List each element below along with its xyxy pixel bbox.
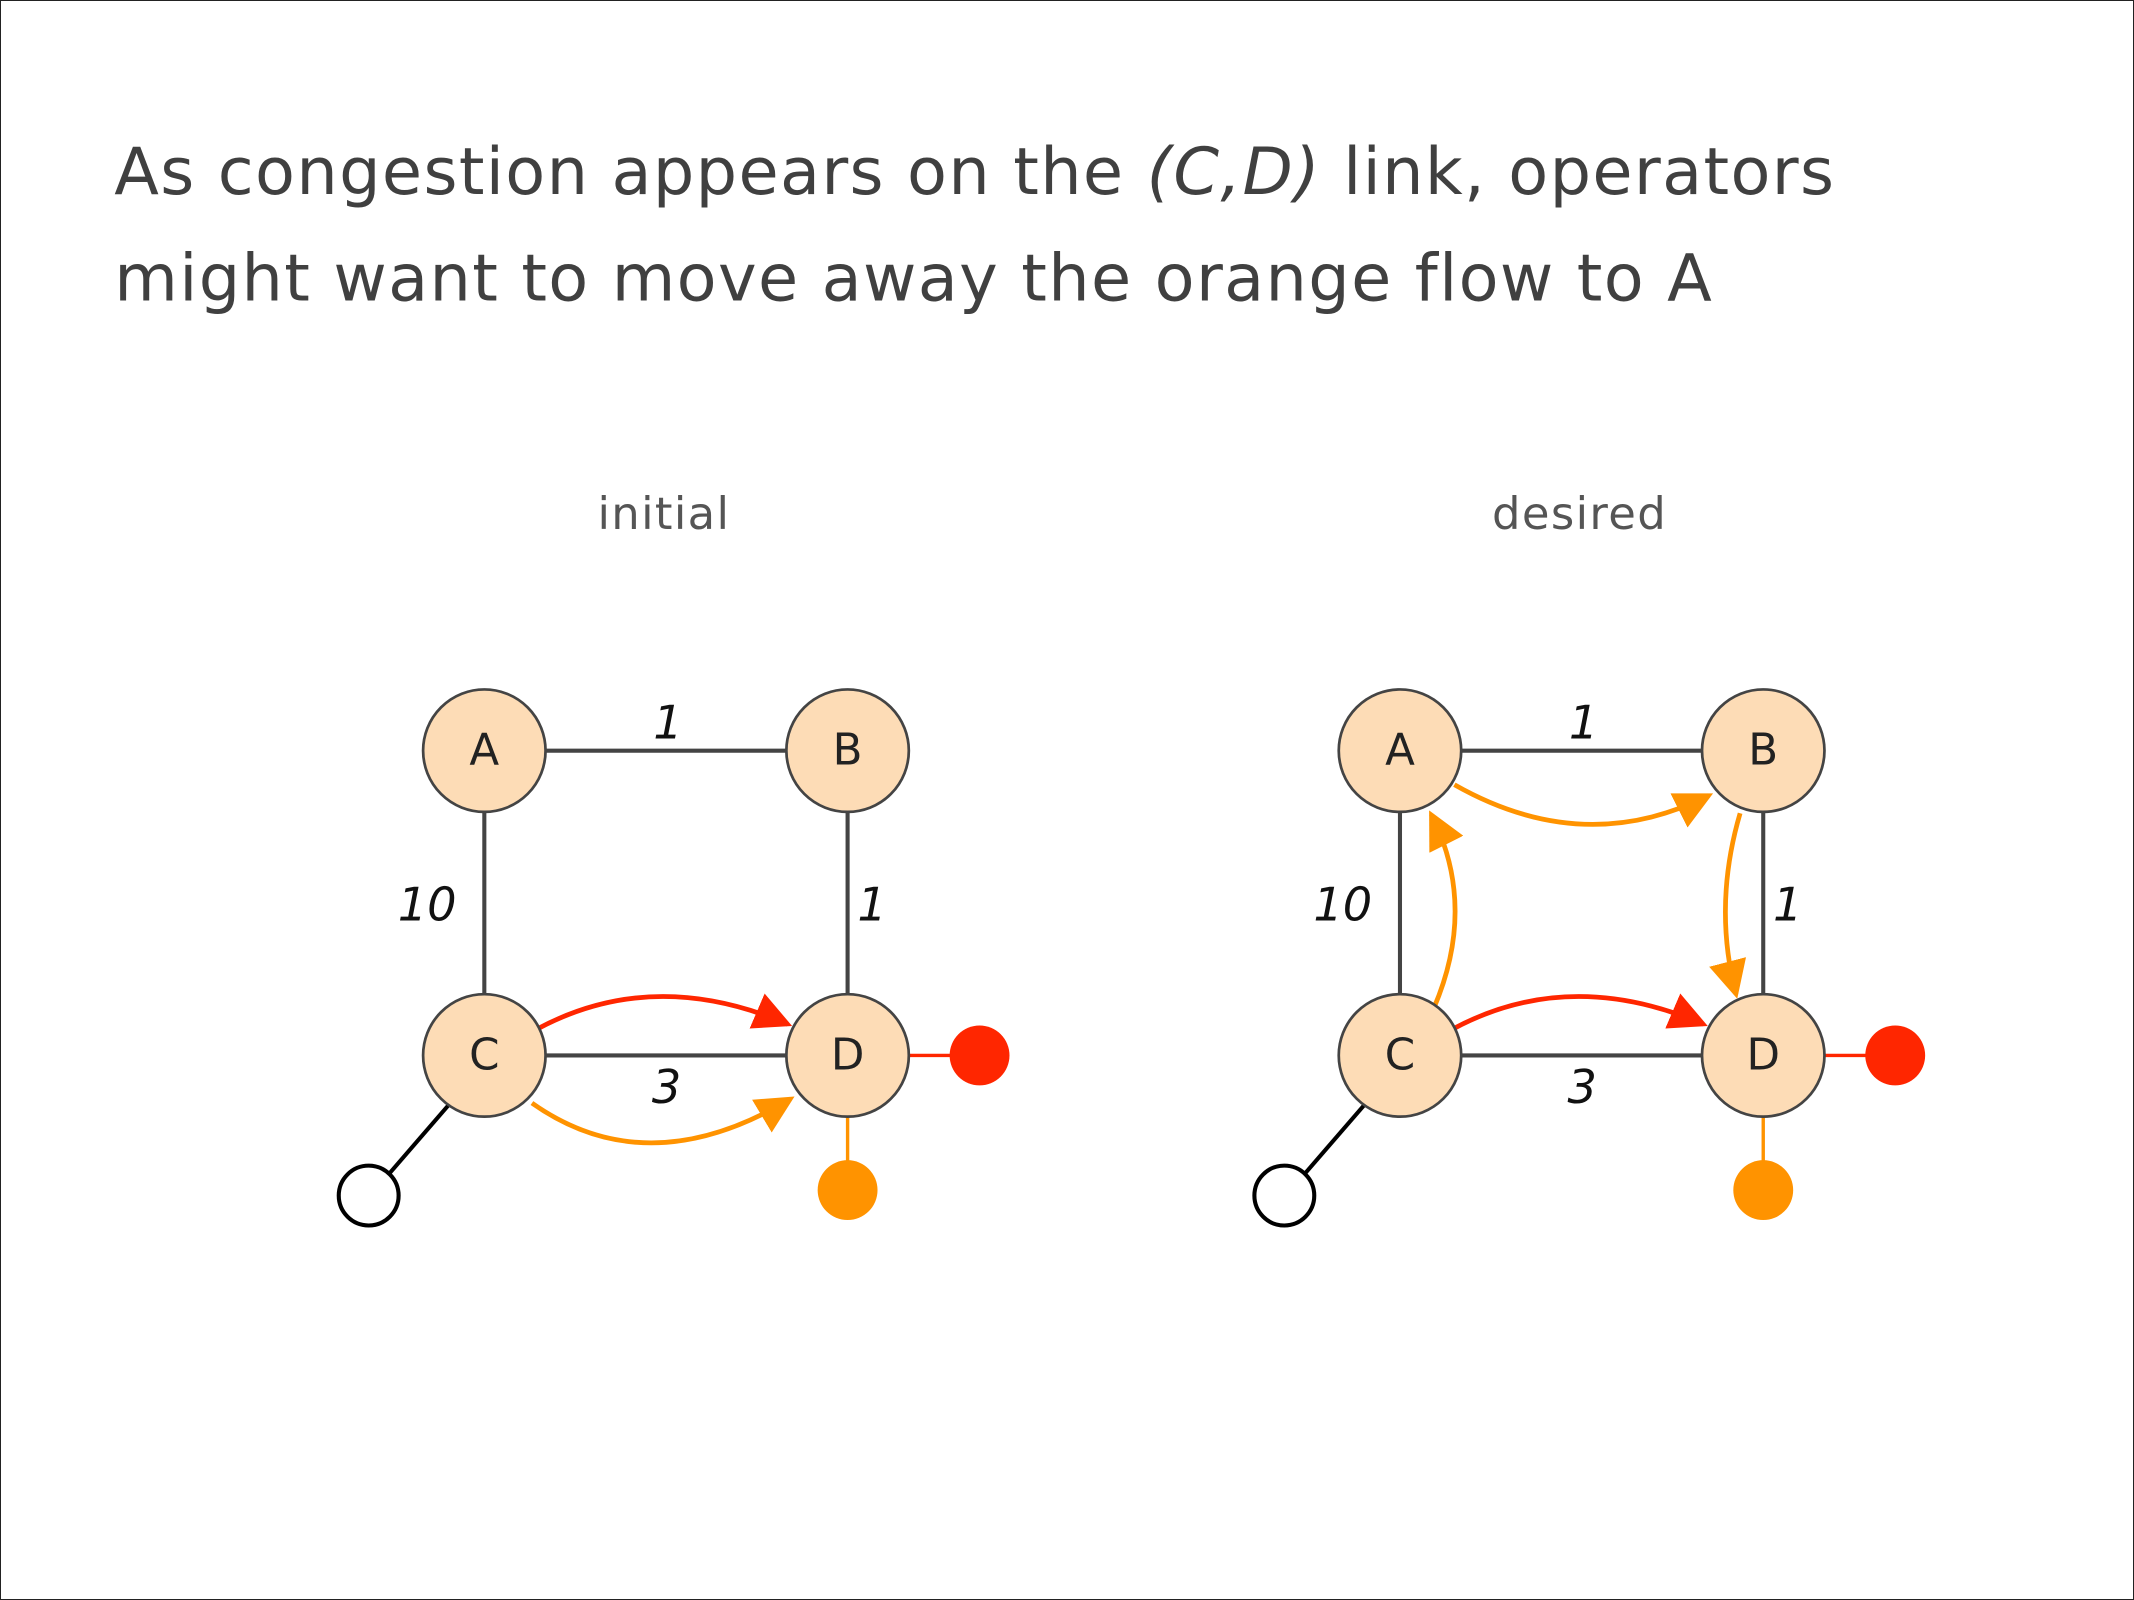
link-c-source bbox=[1303, 1101, 1368, 1176]
node-d: D bbox=[785, 992, 911, 1119]
svg-text:C: C bbox=[1385, 1030, 1415, 1080]
weight-b-d: 1 bbox=[1773, 878, 1802, 932]
orange-flow-b-d bbox=[1709, 812, 1747, 999]
orange-destination bbox=[1733, 1160, 1794, 1221]
svg-text:D: D bbox=[831, 1030, 865, 1080]
red-destination bbox=[949, 1025, 1010, 1086]
node-c: C bbox=[421, 992, 547, 1119]
title-line-2: might want to move away the orange flow … bbox=[114, 240, 1713, 316]
node-c: C bbox=[1337, 992, 1463, 1119]
weight-a-b: 1 bbox=[653, 695, 682, 749]
orange-flow-c-a bbox=[1429, 810, 1464, 1009]
title-line-1: As congestion appears on the (C,D) link,… bbox=[114, 134, 1835, 210]
node-b: B bbox=[1700, 688, 1826, 814]
weight-c-d: 3 bbox=[652, 1060, 681, 1114]
svg-text:C: C bbox=[469, 1030, 499, 1080]
svg-text:A: A bbox=[1385, 726, 1415, 776]
diagram-label: initial bbox=[597, 487, 730, 540]
orange-flow-a-b bbox=[1453, 782, 1714, 828]
red-flow-c-d bbox=[1453, 993, 1708, 1031]
node-d: D bbox=[1700, 992, 1826, 1119]
diagram-desired: desired A B C D 1 10 1 3 bbox=[1252, 487, 1926, 1228]
svg-text:D: D bbox=[1746, 1030, 1780, 1080]
svg-text:B: B bbox=[1748, 726, 1778, 776]
node-b: B bbox=[785, 688, 911, 814]
link-c-source bbox=[387, 1101, 452, 1176]
svg-text:A: A bbox=[469, 726, 499, 776]
diagram-initial: initial A B C D 1 10 1 3 bbox=[336, 487, 1010, 1228]
svg-text:B: B bbox=[833, 726, 863, 776]
weight-a-c: 10 bbox=[1313, 878, 1372, 932]
red-flow-c-d bbox=[537, 993, 793, 1031]
weight-c-d: 3 bbox=[1568, 1060, 1597, 1114]
diagram-label: desired bbox=[1492, 487, 1667, 540]
weight-b-d: 1 bbox=[857, 878, 886, 932]
source-host bbox=[1252, 1163, 1317, 1228]
orange-flow-c-d bbox=[530, 1096, 795, 1146]
weight-a-b: 1 bbox=[1569, 695, 1598, 749]
node-a: A bbox=[1337, 688, 1463, 814]
weight-a-c: 10 bbox=[398, 878, 457, 932]
source-host bbox=[336, 1163, 401, 1228]
orange-destination bbox=[817, 1160, 878, 1221]
red-destination bbox=[1865, 1025, 1926, 1086]
node-a: A bbox=[421, 688, 547, 814]
